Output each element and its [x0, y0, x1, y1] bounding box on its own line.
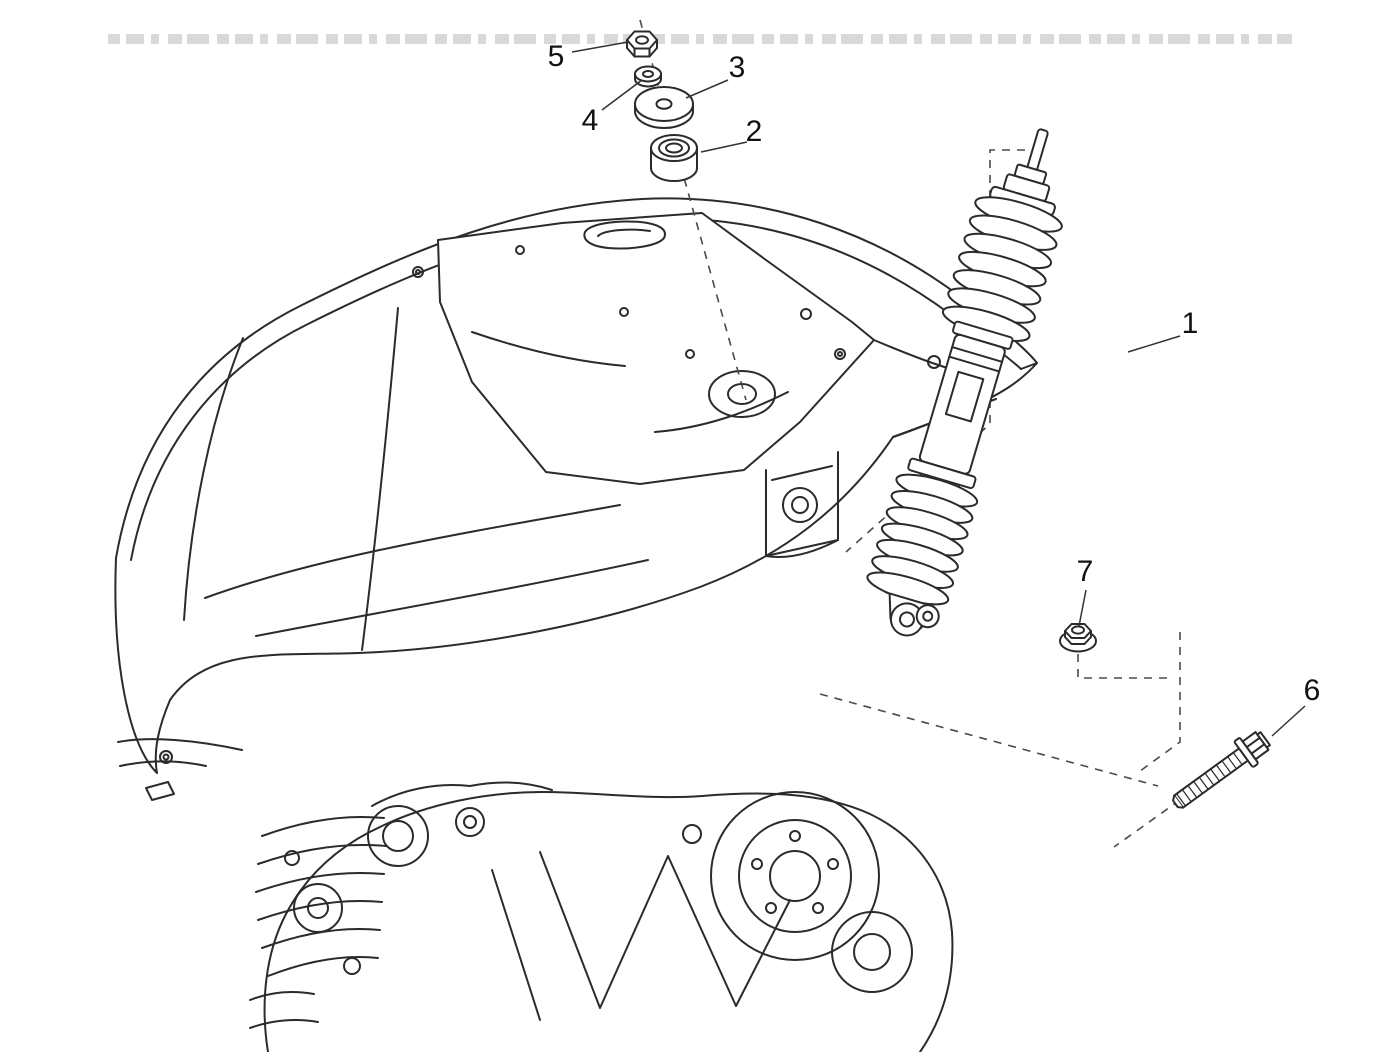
callout-1: 1	[1127, 307, 1199, 353]
callout-4-leader	[601, 79, 643, 111]
shock-bottom-alignment-line	[1135, 632, 1181, 775]
callout-7: 7	[1077, 555, 1094, 627]
callout-4: 4	[582, 79, 643, 137]
callout-2: 2	[700, 115, 763, 153]
shock-top-stud	[1026, 128, 1049, 173]
callout-6-leader	[1271, 705, 1306, 737]
callout-5-label: 5	[548, 40, 565, 73]
callout-6: 6	[1271, 674, 1321, 737]
callout-6-label: 6	[1304, 674, 1321, 707]
callout-2-label: 2	[746, 115, 763, 148]
rubber-bushing-drawing	[650, 134, 698, 182]
callout-7-leader	[1078, 589, 1087, 627]
shock-eye-hole	[898, 611, 915, 628]
nut-alignment-line	[1077, 654, 1168, 679]
flange-nut-drawing	[1059, 623, 1097, 653]
shock-absorber-drawing	[866, 128, 1063, 637]
small-washer-drawing	[634, 65, 662, 88]
callout-1-label: 1	[1182, 307, 1199, 340]
engine-drawing	[249, 781, 954, 1052]
callout-3-label: 3	[729, 51, 746, 84]
engine-mount-alignment-line	[819, 693, 1159, 787]
callout-3-leader	[685, 79, 729, 99]
flange-bolt-drawing	[1172, 731, 1271, 809]
lock-nut-drawing	[626, 30, 658, 58]
callout-3: 3	[685, 51, 746, 99]
rear-fender-drawing	[114, 197, 1038, 801]
bolt-axis-line	[1113, 799, 1181, 848]
upper-spring	[941, 196, 1063, 342]
large-washer-drawing	[634, 86, 694, 129]
lower-spring	[866, 473, 979, 606]
callout-1-leader	[1127, 335, 1181, 353]
callout-5-leader	[571, 41, 629, 53]
callout-7-label: 7	[1077, 555, 1094, 588]
callout-5: 5	[548, 40, 629, 73]
callout-2-leader	[700, 141, 748, 153]
callout-4-label: 4	[582, 104, 599, 137]
